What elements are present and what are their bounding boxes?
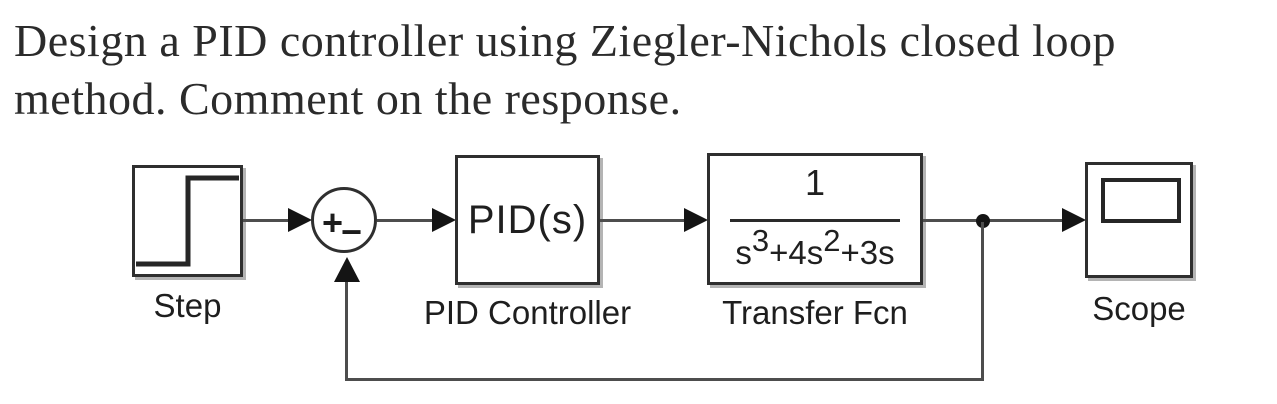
sum-plus-sign: + xyxy=(322,202,344,243)
figure-title-line-2: method. Comment on the response. xyxy=(14,73,682,124)
wire-step-to-sum xyxy=(243,219,289,222)
den-term-3s: +3s xyxy=(840,234,895,271)
den-exponent-2: 2 xyxy=(823,223,841,258)
scope-screen-icon xyxy=(1101,178,1181,223)
wire-sum-to-pid xyxy=(377,219,435,222)
den-exponent-3: 3 xyxy=(751,223,770,258)
feedback-wire-bottom-horizontal xyxy=(345,378,984,381)
transfer-fcn-block: 1 s3+4s2+3s xyxy=(707,153,923,285)
wire-transfer-fcn-to-scope xyxy=(923,219,1063,222)
arrowhead-into-pid-icon xyxy=(432,208,456,232)
pid-block-text: PID(s) xyxy=(467,197,588,242)
feedback-wire-right-vertical xyxy=(981,222,984,381)
feedback-wire-left-vertical xyxy=(345,281,348,381)
step-block xyxy=(132,165,243,277)
branch-point-dot xyxy=(976,214,990,228)
sum-junction-block: + − xyxy=(311,187,377,253)
wire-pid-to-transfer-fcn xyxy=(600,219,685,222)
pid-controller-block: PID(s) xyxy=(455,155,600,285)
transfer-fcn-denominator: s3+4s2+3s xyxy=(710,223,920,272)
den-term-4s: +4s xyxy=(769,234,824,271)
scope-block xyxy=(1085,162,1193,278)
transfer-fcn-label: Transfer Fcn xyxy=(722,294,908,331)
transfer-fcn-numerator: 1 xyxy=(804,162,826,203)
arrowhead-into-transfer-fcn-icon xyxy=(684,208,708,232)
arrowhead-into-sum-icon xyxy=(288,208,312,232)
pid-controller-label: PID Controller xyxy=(423,294,632,331)
den-term-s: s xyxy=(735,234,752,271)
step-signal-icon xyxy=(136,175,239,267)
arrowhead-into-scope-icon xyxy=(1062,208,1086,232)
arrowhead-feedback-into-sum-icon xyxy=(334,257,360,282)
figure-title-line-1: Design a PID controller using Ziegler-Ni… xyxy=(14,15,1116,66)
fraction-bar xyxy=(730,219,900,222)
step-block-label: Step xyxy=(153,287,222,324)
scope-block-label: Scope xyxy=(1092,290,1186,327)
sum-minus-sign: − xyxy=(341,211,363,252)
